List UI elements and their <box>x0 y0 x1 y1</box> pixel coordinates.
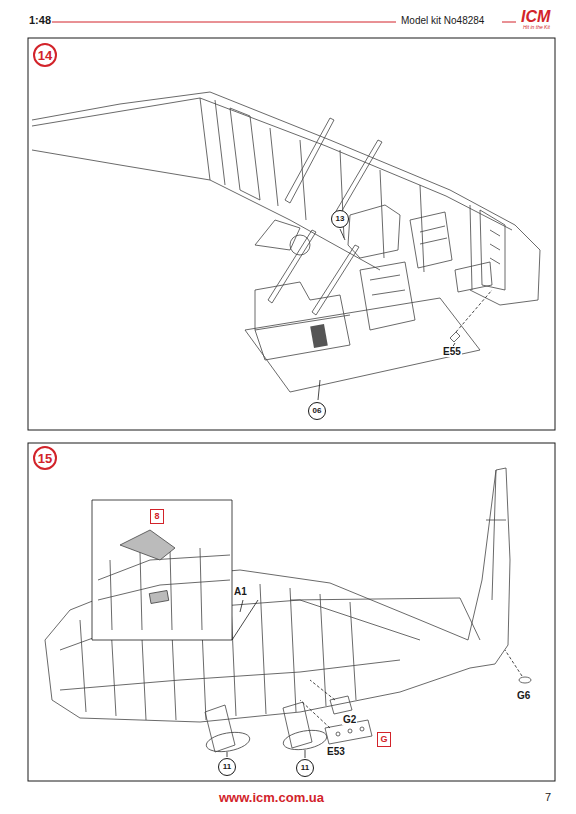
step-number: 15 <box>33 446 57 470</box>
kit-number: Model kit No48284 <box>400 15 485 26</box>
node-text: 8 <box>154 512 159 521</box>
part-number: E53 <box>326 746 346 757</box>
node-text: 15 <box>38 452 52 465</box>
callout-number: 13 <box>331 210 349 228</box>
part-number: G6 <box>516 690 531 701</box>
step-number: 14 <box>33 43 57 67</box>
page-number: 7 <box>544 791 552 803</box>
part-number: E55 <box>442 346 462 357</box>
callout-number: 06 <box>308 402 326 420</box>
part-number: G2 <box>342 714 357 725</box>
callout-number: 11 <box>218 758 236 776</box>
brand-logo: ICM <box>520 8 551 26</box>
brand-tagline: Hit in the Kit <box>522 25 551 31</box>
website-url: www.icm.com.ua <box>218 791 325 805</box>
paint-reference: 8 <box>150 509 164 524</box>
node-text: 06 <box>313 407 322 415</box>
part-number: A1 <box>233 586 248 597</box>
node-text: 14 <box>38 49 52 62</box>
node-text: 11 <box>301 764 309 772</box>
node-text: 13 <box>336 215 345 223</box>
scale-label: 1:48 <box>28 14 52 26</box>
node-text: G <box>380 735 387 744</box>
paint-reference: G <box>377 732 391 747</box>
callout-number: 11 <box>296 759 314 777</box>
node-text: 11 <box>223 763 231 771</box>
